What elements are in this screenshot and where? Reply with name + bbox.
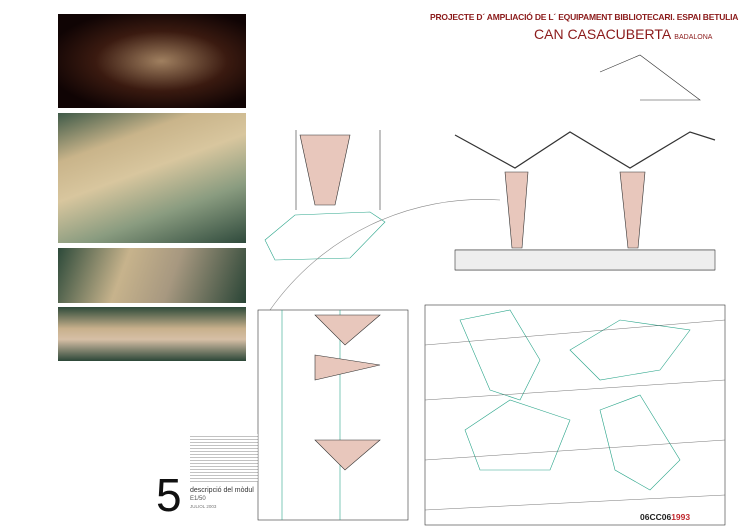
project-subtitle: PROJECTE D´ AMPLIACIÓ DE L´ EQUIPAMENT B…: [430, 12, 739, 22]
code-prefix: 06CC06: [640, 512, 672, 522]
sheet-description: descripció del mòdul: [190, 487, 254, 494]
module-plan: [264, 211, 386, 261]
sheet-scale: E1/50: [190, 496, 206, 502]
project-title: CAN CASACUBERTA BADALONA: [534, 26, 712, 46]
model-photo-3: [58, 248, 246, 303]
title-text: CAN CASACUBERTA: [534, 26, 671, 42]
model-photo-1: [58, 14, 246, 108]
sheet-code: 06CC061993: [640, 512, 690, 522]
titleblock-notes: [190, 434, 258, 482]
roof-section: [454, 131, 716, 169]
sheet-number: 5: [156, 469, 182, 521]
sheet-date: JULIOL 2003: [190, 504, 217, 509]
panel-elevation: [299, 134, 351, 206]
model-photo-4: [58, 307, 246, 361]
code-suffix: 1993: [671, 512, 691, 522]
city-text: BADALONA: [674, 34, 713, 41]
model-photo-2: [58, 113, 246, 243]
